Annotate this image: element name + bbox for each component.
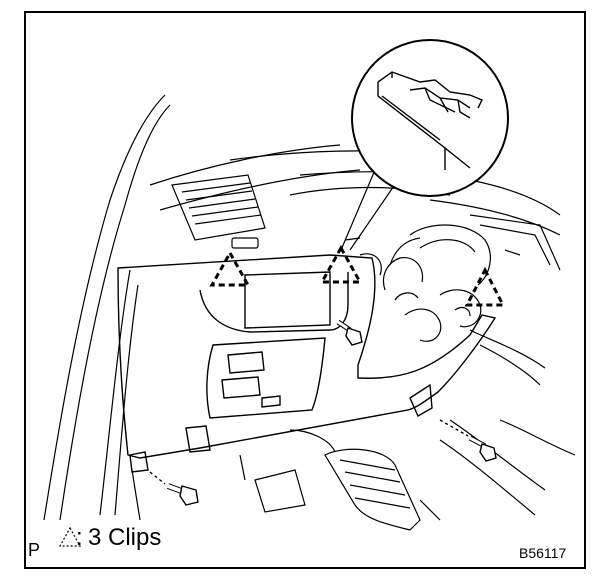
air-vent: [171, 174, 266, 249]
dashboard-outline: [149, 144, 561, 271]
callout-leader: [340, 169, 399, 251]
lower-panel: [117, 254, 497, 473]
bolt-lower-left: [149, 471, 199, 506]
figure-code: B56117: [519, 545, 567, 561]
figure-border: [24, 11, 586, 569]
a-pillar-lines: [43, 94, 171, 521]
pedals-floor: [239, 419, 576, 531]
clip-marker-right: [464, 266, 506, 307]
legend-text: 3 Clips: [88, 524, 162, 551]
legend-separator: :: [76, 524, 83, 551]
bolt-lower-right: [439, 419, 497, 462]
callout-circle: [351, 39, 509, 197]
clip-marker-left: [209, 249, 251, 287]
clip-marker-center: [319, 244, 363, 284]
steering-column: [344, 224, 546, 386]
bolt-upper: [336, 319, 363, 346]
corner-letter: P: [28, 540, 41, 560]
